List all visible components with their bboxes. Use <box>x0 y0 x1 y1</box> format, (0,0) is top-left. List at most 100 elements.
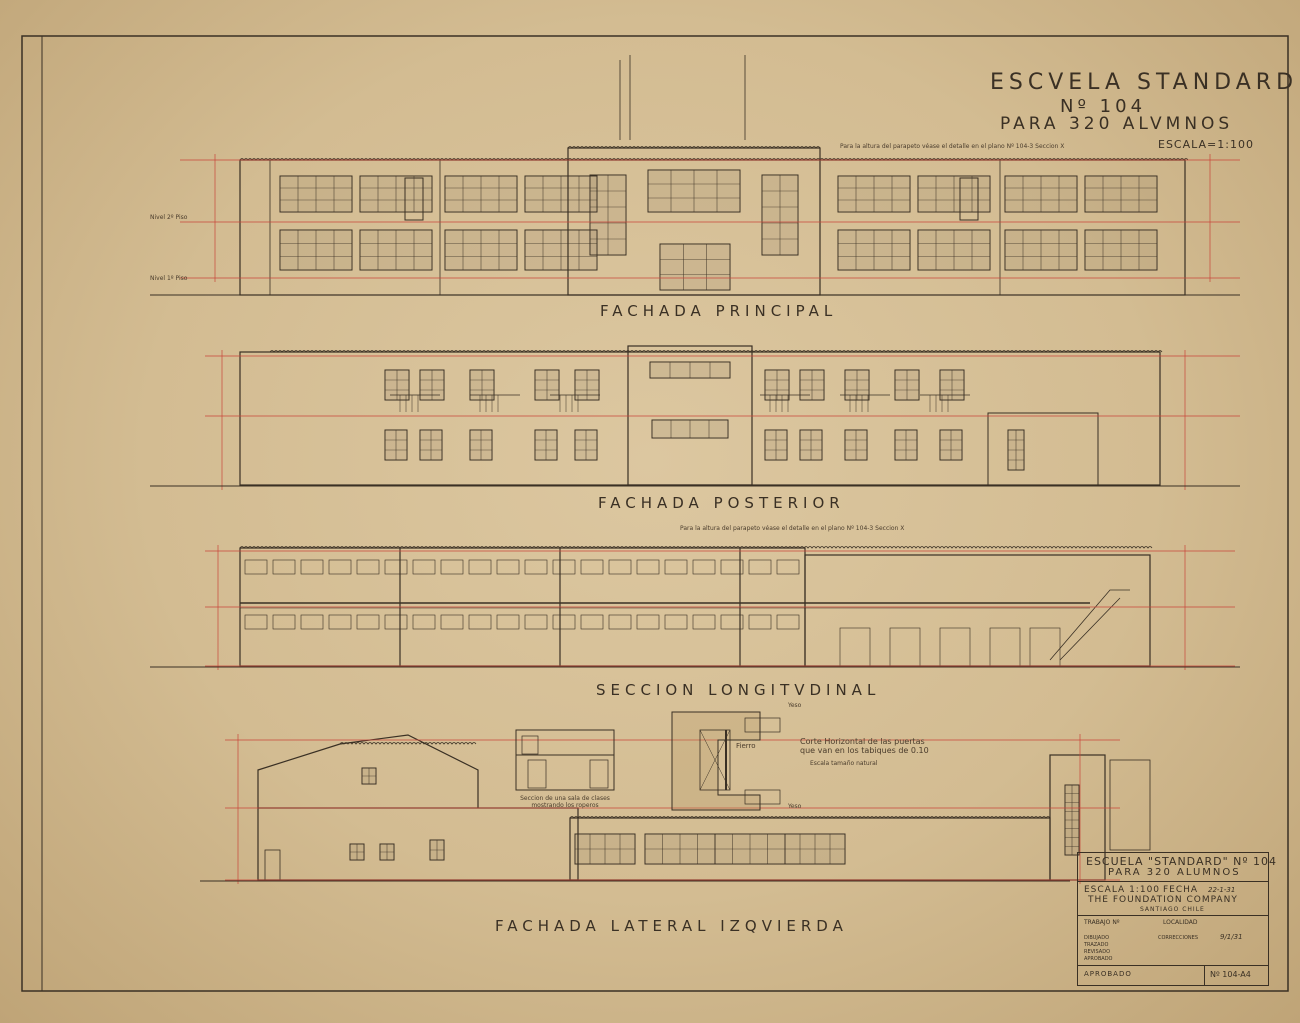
window-glass <box>919 231 989 269</box>
door-section-title: Corte Horizontal de las puertas que van … <box>800 737 929 755</box>
window-frame <box>748 559 772 575</box>
window-glass <box>471 431 491 459</box>
window-glass <box>941 371 963 399</box>
window-glass <box>661 245 729 289</box>
annex-outline <box>987 412 1099 486</box>
window-frame <box>608 614 632 630</box>
window-glass <box>1086 177 1156 211</box>
wardrobe <box>527 759 547 789</box>
wing-outline <box>257 807 579 881</box>
window-frame <box>412 614 436 630</box>
window-frame <box>636 614 660 630</box>
tb-trazado: TRAZADO <box>1084 942 1109 948</box>
window-glass <box>361 177 431 211</box>
door <box>264 849 281 881</box>
window-frame <box>524 559 548 575</box>
yeso-label-top: Yeso <box>788 702 802 709</box>
yeso-label-bottom: Yeso <box>788 803 802 810</box>
window-glass <box>281 177 351 211</box>
tb-city: SANTIAGO CHILE <box>1140 906 1205 913</box>
roof-tile-parapet <box>239 158 1189 161</box>
window-glass <box>1006 231 1076 269</box>
window-frame <box>608 559 632 575</box>
tb-aprobado-small: APROBADO <box>1084 956 1113 962</box>
tb-localidad: LOCALIDAD <box>1163 919 1198 926</box>
window-frame <box>328 614 352 630</box>
window-glass <box>351 845 363 859</box>
roof-tile-parapet <box>269 350 1163 353</box>
window-frame <box>300 614 324 630</box>
tower-niche <box>1109 759 1151 851</box>
window-glass <box>919 177 989 211</box>
window-frame <box>720 559 744 575</box>
window-glass <box>386 431 406 459</box>
tb-dibujado: DIBUJADO <box>1084 935 1110 941</box>
window-glass <box>846 431 866 459</box>
window-glass <box>786 835 844 863</box>
window-glass <box>896 371 918 399</box>
window-glass <box>576 371 598 399</box>
window-glass <box>716 835 784 863</box>
side-elevation <box>200 734 1151 884</box>
tb-students: PARA 320 ALUMNOS <box>1108 867 1241 878</box>
tb-scale: ESCALA 1:100 <box>1084 885 1161 895</box>
level-note-lower: Nivel 1º Piso <box>150 275 188 282</box>
roof-tile-parapet <box>339 742 477 745</box>
window-glass <box>281 231 351 269</box>
window-frame <box>440 559 464 575</box>
window-frame <box>552 559 576 575</box>
window-glass <box>1006 177 1076 211</box>
wardrobe <box>521 735 539 755</box>
door <box>1029 627 1061 667</box>
window-frame <box>384 559 408 575</box>
window-glass <box>421 371 443 399</box>
window-glass <box>381 845 393 859</box>
title-block: ESCUELA "STANDARD" Nº 104 PARA 320 ALUMN… <box>1077 852 1276 986</box>
drawing-scale: ESCALA=1:100 <box>1158 138 1254 151</box>
door <box>839 627 871 667</box>
parapet-note: Para la altura del parapeto véase el det… <box>840 143 1065 150</box>
roof-tile-parapet <box>569 816 1051 819</box>
window-frame <box>720 614 744 630</box>
window-glass <box>766 431 786 459</box>
staircase <box>1049 589 1130 661</box>
longitudinal-section <box>150 545 1240 670</box>
window-frame <box>412 559 436 575</box>
tb-date: 22-1-31 <box>1208 886 1236 894</box>
section-caption: SECCION LONGITVDINAL <box>596 681 881 699</box>
window-glass <box>839 231 909 269</box>
window-glass <box>846 371 868 399</box>
window-frame <box>524 614 548 630</box>
door-section-detail <box>671 711 781 811</box>
classroom-outline <box>515 729 615 791</box>
window-glass <box>801 431 821 459</box>
tb-aprobado: APROBADO <box>1084 970 1132 978</box>
window-glass <box>431 841 443 859</box>
tb-school: ESCUELA "STANDARD" Nº 104 <box>1086 855 1278 868</box>
tb-company: THE FOUNDATION COMPANY <box>1088 895 1238 905</box>
outer-border <box>21 35 1289 992</box>
window-frame <box>664 614 688 630</box>
window-glass <box>649 171 739 211</box>
window-frame <box>496 559 520 575</box>
window-glass <box>651 363 729 377</box>
window-glass <box>1009 431 1023 469</box>
window-frame <box>244 614 268 630</box>
front-elevation-caption: FACHADA PRINCIPAL <box>600 302 838 320</box>
window-glass <box>446 177 516 211</box>
tb-date-label: FECHA <box>1163 885 1199 895</box>
window-frame <box>384 614 408 630</box>
window-glass <box>363 769 375 783</box>
window-glass <box>1066 786 1078 854</box>
window-glass <box>896 431 916 459</box>
window-frame <box>440 614 464 630</box>
level-note-upper: Nivel 2º Piso <box>150 214 188 221</box>
window-frame <box>328 559 352 575</box>
window-frame <box>244 559 268 575</box>
parapet-note-2: Para la altura del parapeto véase el det… <box>680 525 905 532</box>
window-glass <box>536 371 558 399</box>
window-frame <box>468 559 492 575</box>
window-frame <box>272 559 296 575</box>
window-frame <box>580 614 604 630</box>
